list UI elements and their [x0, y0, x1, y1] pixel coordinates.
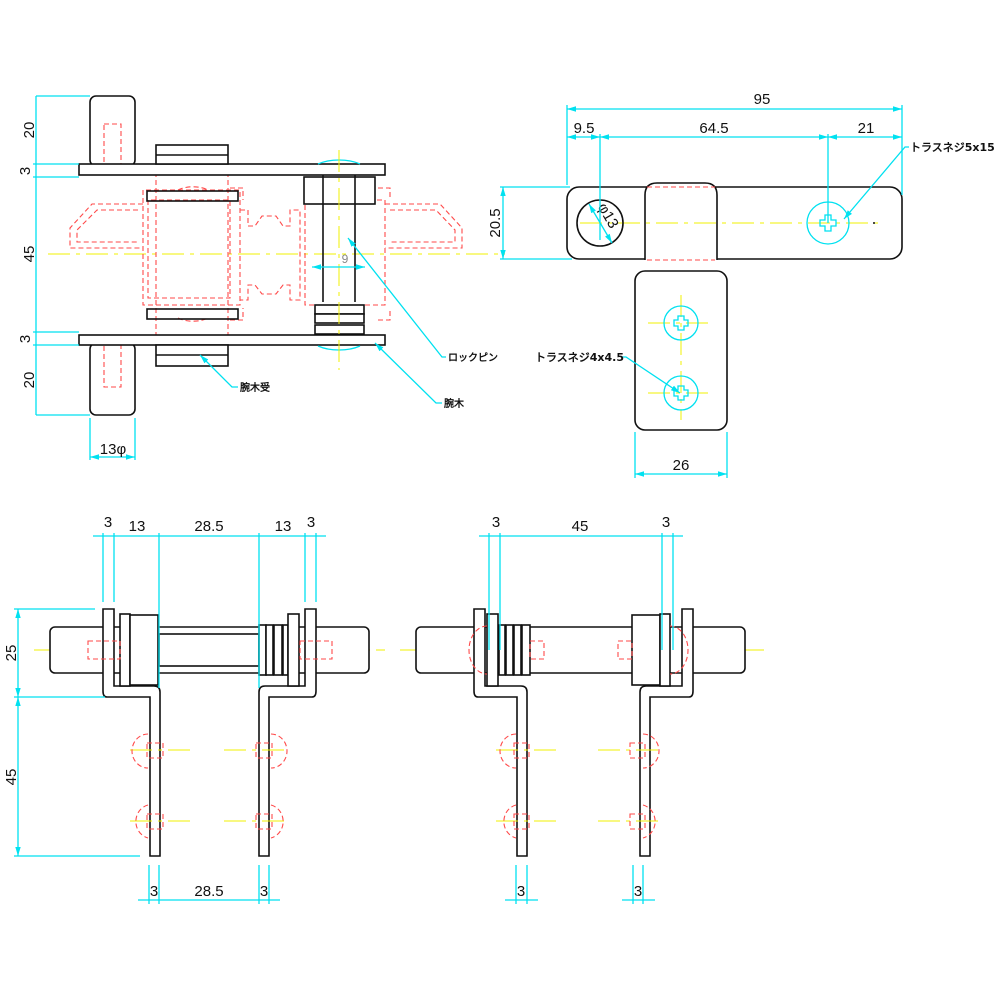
label-screw-4x4-5: トラスネジ4x4.5 — [535, 351, 624, 364]
top-arm-plate — [78, 163, 386, 176]
dim-13-phi: 13φ — [100, 441, 127, 458]
dim-20-bottom: 20 — [21, 372, 38, 389]
dim-3: 3 — [260, 883, 268, 900]
front-view-locked: 3 13 28.5 13 3 25 45 3 28.5 3 — [3, 514, 385, 904]
section-view: 9 20 3 45 3 20 13φ 腕木受 腕木 ロックピン — [17, 95, 505, 460]
left-bracket — [102, 608, 161, 857]
dim-13: 13 — [275, 518, 292, 535]
label-lock-pin: ロックピン — [448, 352, 498, 364]
dim-28-5: 28.5 — [194, 518, 223, 535]
hidden-screws — [130, 733, 290, 839]
bottom-knob — [89, 342, 136, 416]
hidden-screws — [496, 733, 660, 839]
top-knob — [89, 95, 136, 167]
dim-25: 25 — [3, 645, 20, 662]
dim-3-bottom: 3 — [17, 335, 34, 343]
plan-view: φ13 95 9.5 64.5 21 20.5 26 トラスネジ5x15 トラス… — [487, 91, 995, 478]
right-bracket — [258, 608, 317, 857]
dim-3: 3 — [307, 514, 315, 531]
lock-pin-body — [415, 626, 746, 674]
dim-45: 45 — [572, 518, 589, 535]
arm-tab — [644, 182, 718, 260]
dim-3: 3 — [517, 883, 525, 900]
dim-45: 45 — [21, 246, 38, 263]
dim-13: 13 — [129, 518, 146, 535]
dim-3: 3 — [104, 514, 112, 531]
dim-3: 3 — [150, 883, 158, 900]
pin-diameter-dim: 9 — [342, 252, 349, 266]
dim-9-5: 9.5 — [574, 120, 595, 137]
vertical-dimensions: 20 3 45 3 20 — [17, 95, 90, 416]
dim-20-top: 20 — [21, 122, 38, 139]
dim-28-5: 28.5 — [194, 883, 223, 900]
dim-3: 3 — [492, 514, 500, 531]
bottom-arm-plate — [78, 334, 386, 346]
lock-pin — [303, 150, 376, 370]
dim-3: 3 — [634, 883, 642, 900]
front-view-unlocked: 3 45 3 3 3 — [400, 514, 765, 904]
dim-95: 95 — [754, 91, 771, 108]
dim-26: 26 — [673, 457, 690, 474]
dim-3-top: 3 — [17, 167, 34, 175]
dim-45: 45 — [3, 769, 20, 786]
label-arm-receiver: 腕木受 — [240, 381, 270, 394]
dim-21: 21 — [858, 120, 875, 137]
dim-64-5: 64.5 — [699, 120, 728, 137]
dim-20-5: 20.5 — [487, 208, 504, 237]
dim-3: 3 — [662, 514, 670, 531]
label-screw-5x15: トラスネジ5x15 — [910, 141, 995, 154]
left-bracket — [473, 608, 528, 857]
label-arm: 腕木 — [444, 397, 465, 410]
right-bracket — [639, 608, 694, 857]
